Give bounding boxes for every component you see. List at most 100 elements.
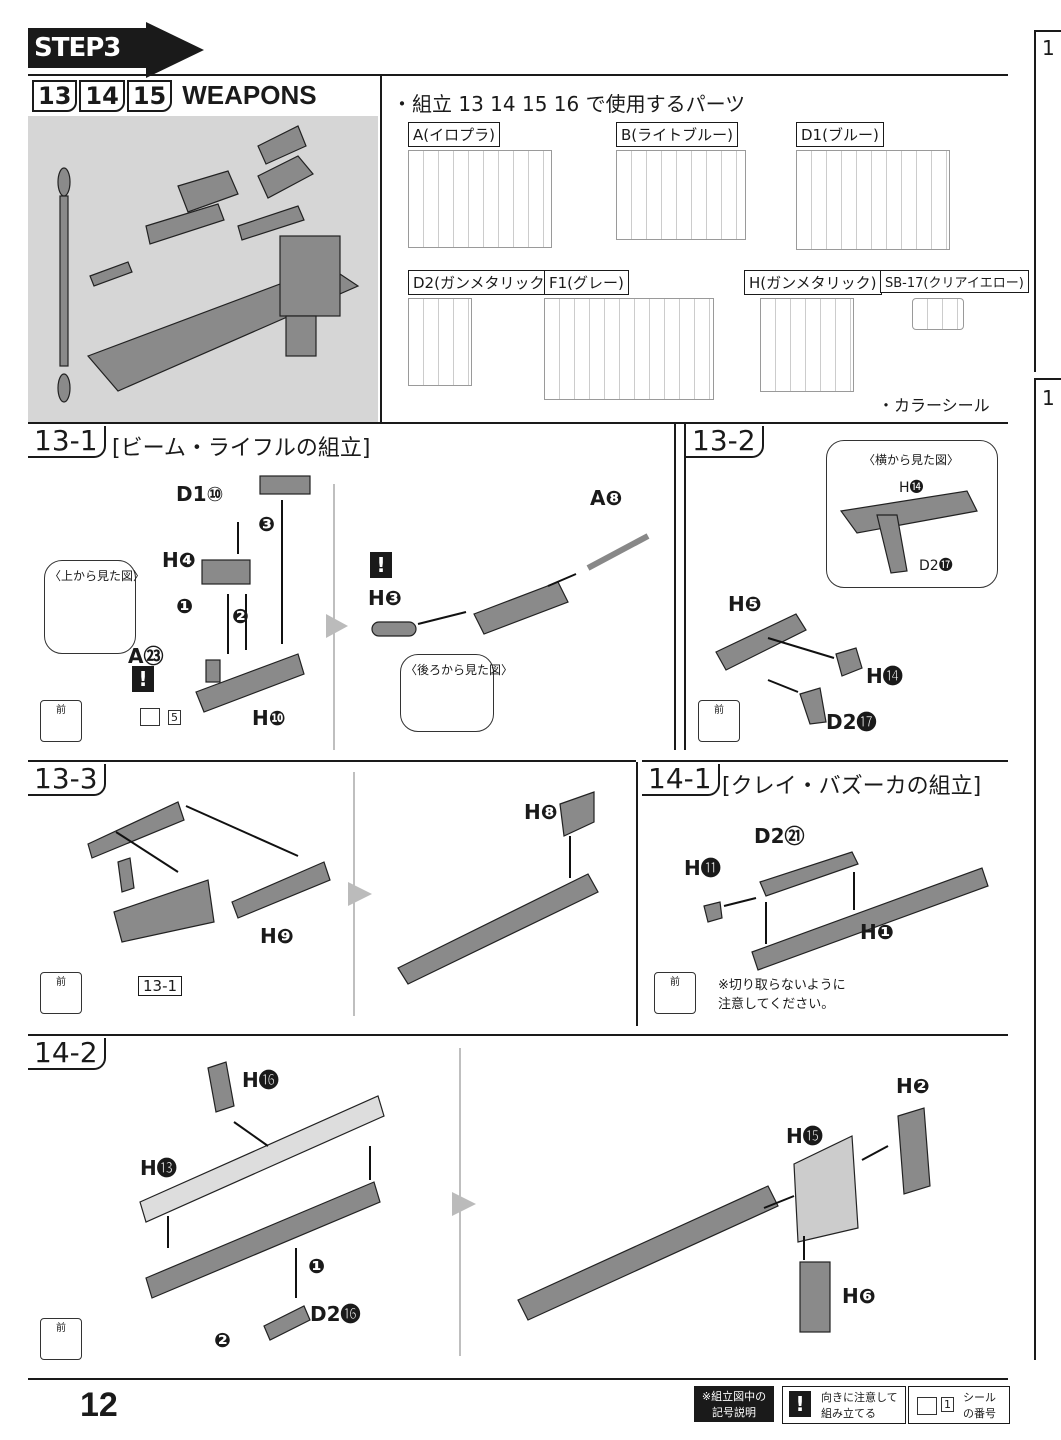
- rifle-barrel: [145, 203, 225, 245]
- runner-label-d2: D2(ガンメタリック): [408, 270, 556, 295]
- step-14-1-title: [クレイ・バズーカの組立]: [722, 774, 982, 799]
- runner-code: D1: [801, 126, 823, 144]
- runner-name: (ライトブルー): [631, 126, 734, 144]
- step-number-14: 14: [79, 80, 125, 112]
- runner-name: (グレー): [567, 274, 624, 292]
- part-h16: [207, 1061, 235, 1113]
- label-h4: H❹: [162, 548, 196, 572]
- callout-side-view-label: 〈横から見た図〉: [863, 453, 960, 467]
- next-page-edge-bottom: 1: [1034, 378, 1061, 1360]
- legend-warning: ! 向きに注意して 組み立てる: [782, 1386, 906, 1424]
- part-a23: [205, 659, 221, 683]
- warning-icon-13-1a: !: [132, 666, 154, 692]
- runner-code: F1: [549, 274, 568, 292]
- rule-3: [28, 1034, 1008, 1036]
- part-h5: [715, 613, 807, 671]
- bazooka-complete: [517, 1185, 779, 1321]
- part-h5-assembly: [87, 801, 185, 859]
- legend-seal-num: 1: [941, 1397, 954, 1412]
- callout-top-view-label: 〈上から見た図〉: [49, 569, 146, 583]
- runner-label-f1: F1(グレー): [544, 270, 629, 295]
- label-h14-callout: H⓮: [899, 480, 924, 496]
- caution-note: ※切り取らないように 注意してください。: [718, 978, 846, 1012]
- step-13-3-panel: 13-3 H❽ H❾ 13-1 前: [28, 762, 638, 1026]
- runner-name: (ガンメタリック): [434, 274, 551, 292]
- part-h15: [793, 1135, 859, 1243]
- bazooka-magazine: [285, 315, 317, 357]
- front-icon: 前: [40, 700, 82, 742]
- arrow-h14: [767, 637, 835, 659]
- runner-f1-image: [544, 298, 714, 400]
- parts-list-panel: ・組立 13 14 15 16 で使用するパーツ A(イロプラ) B(ライトブル…: [382, 76, 1029, 422]
- step-14-2-panel: 14-2 H⓰ H⓭ D2⓰ ❶ ❷ H❷ H⓯ H❻ 前: [28, 1036, 1008, 1366]
- runner-name: (ブルー): [822, 126, 879, 144]
- step-14-1-number: 14-1: [642, 764, 720, 796]
- part-h6: [799, 1261, 831, 1333]
- label-h1: H❶: [860, 920, 894, 944]
- step-13-2-number: 13-2: [686, 426, 764, 458]
- step-14-2-diagram: [139, 1048, 931, 1356]
- runner-code: D2: [413, 274, 435, 292]
- header-rule: [28, 74, 1008, 76]
- part-h14: [835, 647, 863, 677]
- saber-tip-bottom: [57, 373, 71, 403]
- order-3: ❸: [258, 512, 275, 536]
- label-d217-callout: D2⓱: [919, 558, 953, 574]
- label-h16: H⓰: [242, 1068, 279, 1092]
- flow-arrow: [326, 614, 348, 638]
- step-13-2-panel: 13-2 〈横から見た図〉 H⓮ D2⓱ H❺ H⓮ D2⓱ 前: [684, 424, 1010, 750]
- step-13-3-number: 13-3: [28, 764, 106, 796]
- runner-name: (ガンメタリック): [760, 274, 877, 292]
- part-d216: [263, 1305, 311, 1341]
- weapons-photo-drawing: [57, 125, 360, 403]
- step-13-2-diagram: [715, 613, 863, 725]
- part-h9: [231, 861, 331, 919]
- runner-name: (イロプラ): [423, 126, 495, 144]
- step-13-1-title: [ビーム・ライフルの組立]: [112, 436, 371, 461]
- runner-name: (クリアイエロー): [923, 276, 1024, 291]
- front-icon: 前: [654, 972, 696, 1014]
- callout-back-view-label: 〈後ろから見た図〉: [405, 663, 514, 677]
- step-number-13: 13: [32, 80, 78, 112]
- bazooka-magazine-housing: [279, 235, 341, 317]
- rifle-body: [177, 170, 239, 213]
- step-14-2-number: 14-2: [28, 1038, 106, 1070]
- part-h1: [751, 867, 989, 971]
- ref-13-1: 13-1: [138, 976, 183, 996]
- runner-code: SB-17: [885, 276, 924, 291]
- label-a23: A㉓: [128, 644, 164, 668]
- label-h11: H⓫: [684, 856, 721, 880]
- step-13-1-diagram: [195, 475, 650, 750]
- arrow-h3: [417, 611, 467, 625]
- arrow-h9: [185, 805, 299, 857]
- legend-seal-text: シール の番号: [963, 1391, 996, 1420]
- runner-a-image: [408, 150, 552, 248]
- label-h3: H❸: [368, 586, 402, 610]
- next-page-tab-2: 1: [1042, 386, 1055, 410]
- shield-part: [257, 125, 307, 165]
- part-d221: [759, 851, 859, 897]
- legend-warning-text: 向きに注意して 組み立てる: [821, 1391, 898, 1420]
- legend-title: ※組立図中の 記号説明: [694, 1386, 774, 1422]
- next-page-edge-top: 1: [1034, 30, 1061, 372]
- rifle-complete: [397, 873, 599, 985]
- arrow-h16: [233, 1121, 269, 1147]
- label-d1-10: D1⑩: [176, 482, 224, 506]
- arrow-assembly: [115, 831, 179, 873]
- order-2: ❷: [232, 604, 249, 628]
- part-h13: [139, 1095, 385, 1223]
- step-13-1-number: 13-1: [28, 426, 106, 458]
- label-d217: D2⓱: [826, 710, 877, 734]
- runner-d1-image: [796, 150, 950, 250]
- weapons-photo: [28, 116, 378, 422]
- label-a8: A❽: [590, 486, 623, 510]
- seal-icon: [140, 708, 160, 726]
- legend-seal: 1 シール の番号: [908, 1386, 1010, 1424]
- arrow-h15: [763, 1195, 795, 1209]
- arrow-d217: [767, 679, 799, 693]
- part-d217: [799, 687, 827, 725]
- step-number-15: 15: [126, 80, 173, 112]
- step-13-3-diagram: [87, 772, 599, 1016]
